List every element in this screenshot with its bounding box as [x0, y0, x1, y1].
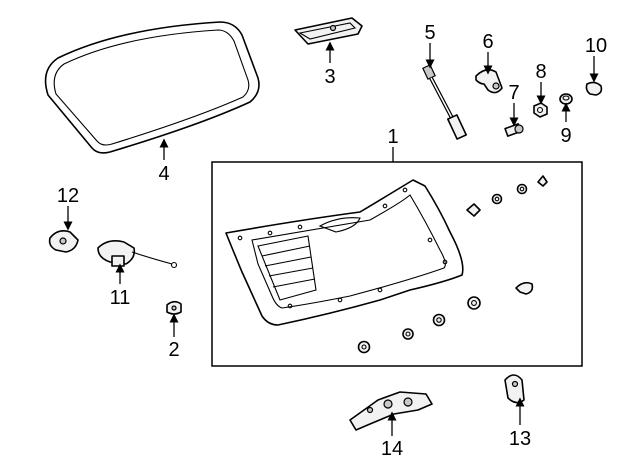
leader-lines: [63, 41, 599, 436]
nut: [533, 102, 548, 118]
callout-14: 14: [381, 438, 403, 460]
clip-i: [357, 340, 371, 354]
clip-a: [466, 203, 481, 217]
callout-8: 8: [535, 61, 546, 83]
callout-11: 11: [110, 287, 131, 309]
striker: [504, 374, 525, 404]
lift-support-strut: [422, 64, 467, 140]
latch-with-cable: [97, 240, 178, 269]
callout-5: 5: [424, 22, 435, 44]
callout-6: 6: [482, 31, 493, 53]
callout-2: 2: [168, 339, 179, 361]
clip-d: [537, 175, 548, 187]
clip-f: [467, 296, 481, 310]
callout-3: 3: [324, 66, 335, 88]
callout-10: 10: [585, 35, 607, 57]
clip-c: [516, 183, 528, 195]
clip-g: [432, 313, 446, 327]
callout-7: 7: [508, 82, 519, 104]
bumper-cushion: [559, 93, 573, 105]
bolt: [166, 300, 182, 315]
ball-stud: [504, 123, 524, 137]
back-glass: [44, 21, 260, 154]
clip-b: [491, 193, 503, 205]
spoiler-garnish: [294, 17, 363, 45]
callout-13: 13: [509, 428, 531, 450]
clip-e: [515, 281, 534, 295]
stopper: [585, 81, 603, 96]
clip-h: [402, 328, 414, 340]
liftgate-hinge: [349, 391, 433, 431]
strut-bracket: [475, 68, 503, 94]
callout-12: 12: [57, 185, 79, 207]
callout-1: 1: [387, 126, 398, 148]
callout-9: 9: [560, 125, 571, 147]
callout-4: 4: [158, 163, 169, 185]
liftgate-assembly: [211, 161, 583, 367]
release-switch: [48, 230, 79, 253]
